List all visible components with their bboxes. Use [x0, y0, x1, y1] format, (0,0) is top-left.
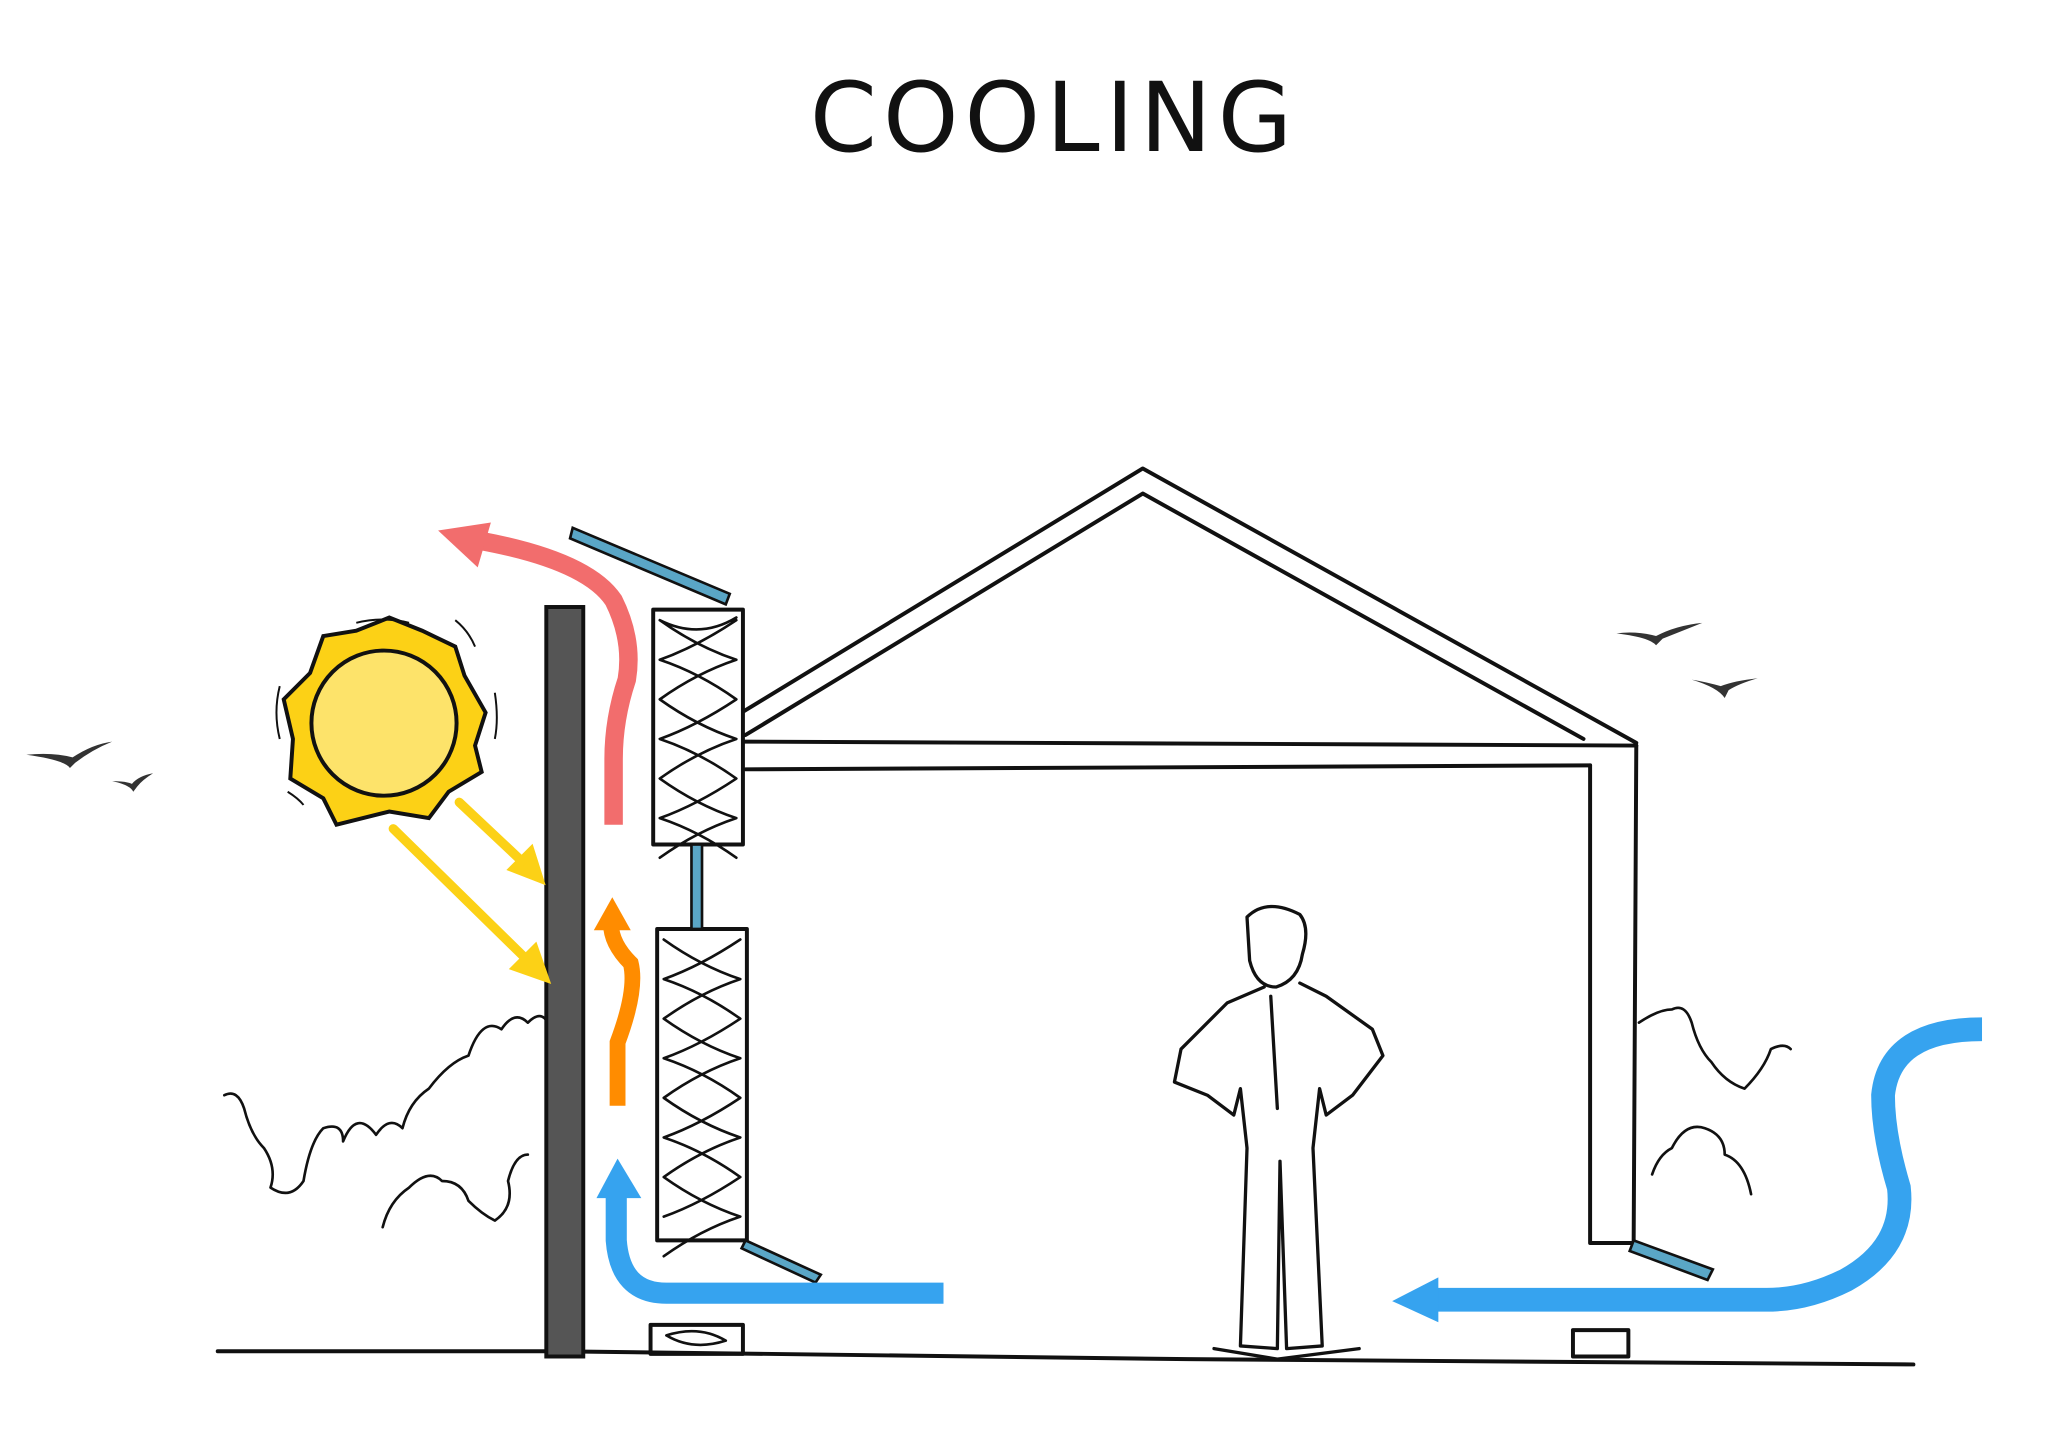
hot-air-arrow	[438, 522, 638, 825]
bird-icon	[112, 773, 154, 792]
bottom-vent-flap	[739, 1238, 823, 1285]
solar-wall	[544, 605, 586, 1359]
sun-ray-arrow	[388, 824, 533, 966]
sun-icon	[275, 615, 498, 828]
ground-line	[215, 1349, 1916, 1367]
shrub-right	[1637, 1006, 1792, 1196]
diagram-title: COOLING	[809, 62, 1299, 174]
bird-icon	[1691, 678, 1758, 699]
connector-rod	[690, 843, 704, 931]
shrub-left	[223, 1014, 549, 1229]
top-vent-flap	[568, 526, 732, 607]
cool-air-arrow-inner	[596, 1158, 944, 1304]
insulation-panel-lower	[655, 926, 749, 1258]
left-footing-vent	[648, 1322, 745, 1356]
right-wall	[1588, 743, 1639, 1246]
cool-air-arrow-outer	[1392, 1017, 1983, 1323]
insulation-panel-upper	[651, 607, 745, 860]
right-vent-flap	[1627, 1238, 1715, 1282]
bird-icon	[1616, 622, 1703, 646]
right-footing	[1570, 1328, 1631, 1359]
bird-icon	[26, 741, 113, 768]
warm-air-arrow	[593, 897, 641, 1106]
sun-ray-arrow	[454, 797, 530, 869]
person-figure	[1172, 904, 1385, 1361]
roof	[739, 466, 1639, 772]
